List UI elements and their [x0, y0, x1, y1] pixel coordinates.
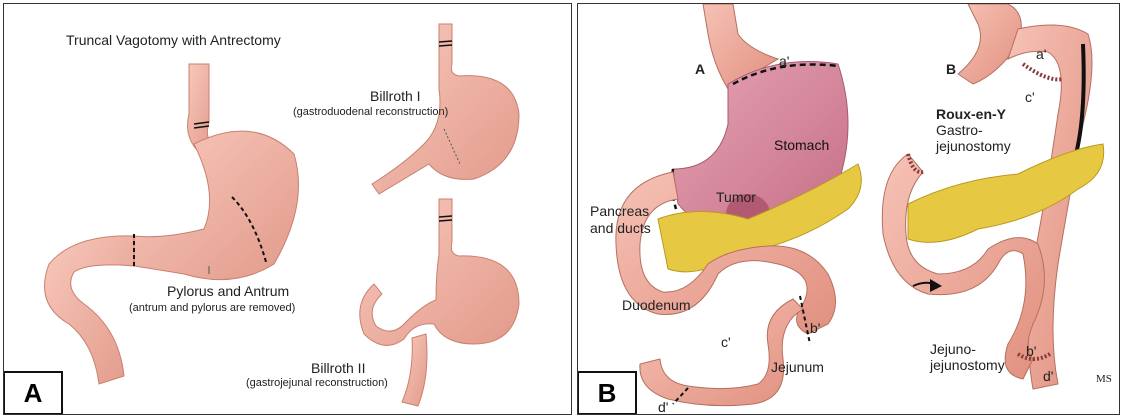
panel-a-title: Truncal Vagotomy with Antrectomy: [66, 32, 281, 48]
billroth2-limb: [402, 334, 427, 406]
panel-b: A B Stomach Tumor Pancreas and ducts Duo…: [577, 3, 1120, 415]
jejunum-b: [640, 299, 803, 406]
mark-a1: a': [779, 53, 789, 69]
billroth1-note: (gastroduodenal reconstruction): [293, 106, 448, 118]
sub-label-b: B: [946, 61, 956, 77]
panel-b-tag: B: [577, 371, 637, 415]
mark-b1: b': [810, 320, 820, 336]
panel-a-tag: A: [3, 371, 63, 415]
mark-b2: b': [1026, 343, 1036, 359]
mark-d1: d': [658, 399, 668, 415]
pancreas-b-shape: [908, 144, 1104, 242]
mark-a2: a': [1036, 46, 1046, 62]
roux-esophagus: [958, 4, 1021, 84]
billroth1-title: Billroth I: [370, 88, 421, 104]
roux-title: Roux-en-Y: [936, 106, 1006, 122]
stomach-label: Stomach: [774, 137, 829, 153]
duodenum-label: Duodenum: [622, 297, 691, 313]
panel-a-illustration: [4, 4, 572, 415]
billroth2-note: (gastrojejunal reconstruction): [246, 377, 388, 389]
jj-label: Jejuno- jejunostomy: [930, 341, 1005, 373]
tumor-label: Tumor: [716, 189, 756, 205]
panel-a: Truncal Vagotomy with Antrectomy Pylorus…: [3, 3, 572, 415]
billroth2-title: Billroth II: [311, 360, 365, 376]
pancreas-label: Pancreas and ducts: [590, 203, 660, 237]
pylorus-note: (antrum and pylorus are removed): [129, 302, 295, 314]
esophagus-a: [188, 64, 214, 149]
mark-c2: c': [1025, 89, 1035, 105]
jejunum-label: Jejunum: [771, 359, 824, 375]
roux-note: Gastro- jejunostomy: [936, 122, 1006, 154]
mark-d2: d': [1043, 368, 1053, 384]
duodenum-a: [45, 236, 135, 384]
mark-c1: c': [721, 334, 731, 350]
artist-signature: MS: [1096, 374, 1112, 384]
stomach-a: [134, 131, 299, 279]
sub-label-a: A: [695, 61, 705, 77]
pylorus-title: Pylorus and Antrum: [167, 283, 289, 299]
